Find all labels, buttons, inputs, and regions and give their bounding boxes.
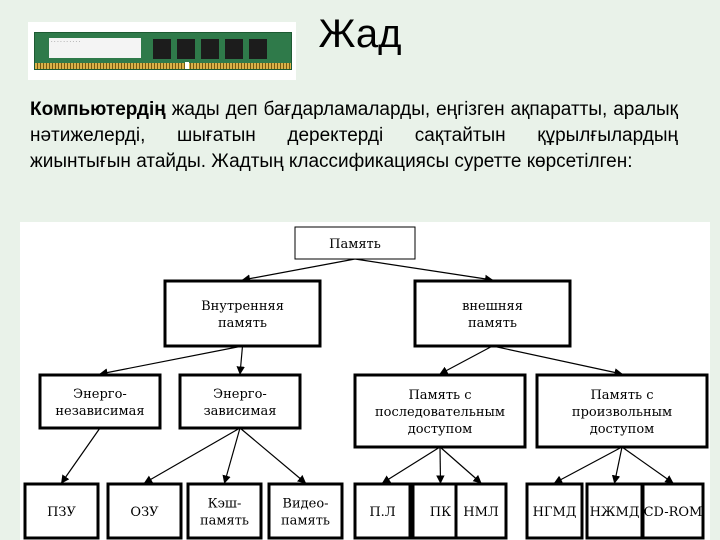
ram-sticker: · · · · · · · · · ·	[49, 38, 141, 58]
ram-chip	[177, 39, 195, 59]
arrow-root-to-external	[354, 258, 494, 284]
arrow-random-to-cdrom	[621, 446, 674, 484]
arrow-external-to-random	[492, 345, 623, 377]
ram-chip	[153, 39, 171, 59]
arrow-sequential-to-nml	[439, 446, 482, 484]
node-label-pk: ПК	[430, 505, 451, 520]
node-label-volatile: зависимая	[204, 404, 277, 419]
node-box-nonvolatile	[38, 373, 162, 430]
node-label-internal: Внутренняя	[201, 299, 284, 314]
ram-notch	[185, 62, 189, 69]
arrow-volatile-to-video	[239, 427, 307, 484]
node-label-random: Память с	[590, 388, 653, 403]
node-label-nml: НМЛ	[463, 505, 499, 520]
node-label-sequential: Память с	[408, 388, 471, 403]
arrow-sequential-to-pl	[381, 446, 441, 484]
node-label-video: Видео-	[282, 497, 328, 512]
node-label-nonvolatile: независимая	[55, 404, 144, 419]
node-label-cache: Кэш-	[208, 497, 242, 512]
node-root: Память	[294, 226, 416, 260]
node-label-pl: П.Л	[369, 505, 395, 520]
node-nzhmd: НЖМД	[585, 482, 644, 540]
ram-pins	[35, 63, 291, 69]
node-box-sequential	[353, 373, 527, 449]
description-paragraph: Компьютердің жады деп бағдарламаларды, е…	[30, 97, 678, 175]
node-label-sequential: последовательным	[375, 405, 505, 420]
node-external: внешняя память	[413, 279, 572, 348]
node-cdrom: CD-ROM	[641, 482, 705, 540]
node-random: Память с произвольным доступом	[535, 373, 709, 449]
node-box-nzhmd	[585, 482, 644, 540]
node-label-random: произвольным	[572, 405, 672, 420]
diagram-canvas: ПамятьВнутренняяпамятьвнешняяпамятьЭнерг…	[23, 226, 709, 540]
arrow-internal-to-nonvolatile	[99, 345, 243, 377]
description-bold-lead: Компьютердің	[30, 99, 166, 120]
node-box-external	[413, 279, 572, 348]
arrow-external-to-sequential	[439, 345, 493, 375]
node-label-ozu: ОЗУ	[130, 505, 159, 520]
node-box-volatile	[178, 373, 302, 430]
arrow-random-to-ngmd	[553, 446, 623, 484]
node-box-cache	[186, 482, 263, 540]
node-label-internal: память	[218, 316, 267, 331]
node-label-volatile: Энерго-	[213, 387, 267, 402]
node-label-nzhmd: НЖМД	[590, 505, 640, 520]
node-label-cache: память	[200, 514, 249, 529]
node-box-pl	[353, 482, 412, 540]
node-label-random: доступом	[590, 422, 655, 437]
node-label-video: память	[281, 514, 330, 529]
node-label-external: внешняя	[462, 299, 523, 314]
node-nonvolatile: Энерго-независимая	[38, 373, 162, 430]
arrow-volatile-to-cache	[222, 427, 241, 484]
node-ozu: ОЗУ	[106, 482, 183, 540]
node-box-cdrom	[641, 482, 705, 540]
node-pzu: ПЗУ	[23, 482, 100, 540]
node-box-video	[267, 482, 344, 540]
diagram-edges	[61, 258, 674, 484]
node-label-ngmd: НГМД	[533, 505, 577, 520]
node-label-cdrom: CD-ROM	[644, 505, 703, 520]
node-label-external: память	[468, 316, 517, 331]
ram-chip	[201, 39, 219, 59]
ram-module-icon: · · · · · · · · · ·	[34, 32, 292, 70]
description-text: жады деп бағдарламаларды, еңгізген ақпар…	[30, 99, 678, 172]
node-box-ozu	[106, 482, 183, 540]
node-label-sequential: доступом	[408, 422, 473, 437]
node-label-pzu: ПЗУ	[47, 505, 76, 520]
node-label-root: Память	[329, 237, 381, 252]
node-cache: Кэш-память	[186, 482, 263, 540]
arrow-internal-to-volatile	[236, 345, 245, 375]
ram-module-image: · · · · · · · · · ·	[28, 22, 296, 80]
node-box-root	[294, 226, 416, 260]
diagram-nodes: ПамятьВнутренняяпамятьвнешняяпамятьЭнерг…	[23, 226, 709, 540]
slide-title: Жад	[318, 12, 402, 56]
node-box-pzu	[23, 482, 100, 540]
node-pl: П.Л	[353, 482, 412, 540]
node-nml: НМЛ	[454, 482, 508, 540]
node-internal: Внутренняя память	[163, 279, 322, 348]
arrow-nonvolatile-to-pzu	[61, 427, 101, 484]
node-box-ngmd	[525, 482, 584, 540]
arrow-random-to-nzhmd	[611, 446, 623, 484]
node-box-internal	[163, 279, 322, 348]
ram-chip	[225, 39, 243, 59]
node-volatile: Энерго-зависимая	[178, 373, 302, 430]
arrow-volatile-to-ozu	[143, 427, 241, 484]
ram-chip	[249, 39, 267, 59]
node-ngmd: НГМД	[525, 482, 584, 540]
node-sequential: Память с последовательным доступом	[353, 373, 527, 449]
node-video: Видео-память	[267, 482, 344, 540]
node-label-nonvolatile: Энерго-	[73, 387, 127, 402]
node-box-random	[535, 373, 709, 449]
node-box-nml	[454, 482, 508, 540]
arrow-root-to-internal	[241, 258, 356, 283]
arrow-sequential-to-pk	[436, 446, 445, 484]
